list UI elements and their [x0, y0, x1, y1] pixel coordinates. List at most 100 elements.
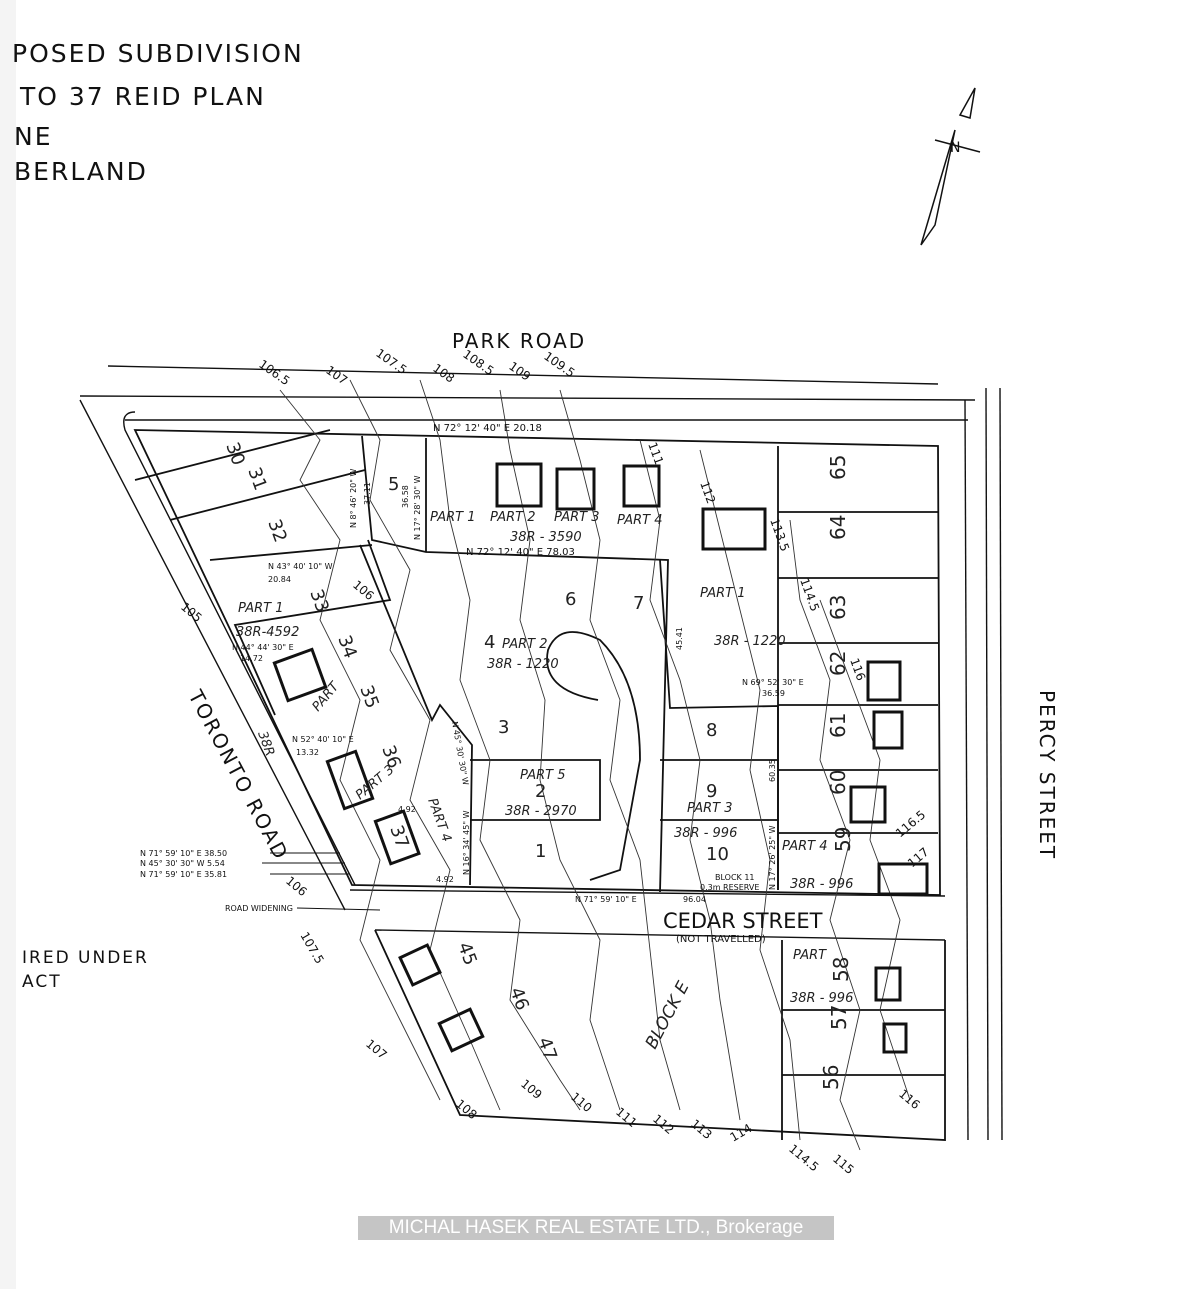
reserve-label: 0.3m RESERVE — [700, 883, 759, 892]
bearing: N 45° 30' 30" W 5.54 — [140, 859, 225, 868]
bearing: N 8° 46' 20" W — [349, 469, 358, 528]
title-line-1: POSED SUBDIVISION — [12, 39, 304, 68]
lot-number: 60 — [826, 770, 850, 795]
title-line-2: TO 37 REID PLAN — [19, 82, 266, 111]
lot-number: 4 — [484, 632, 495, 653]
street-toronto-road: TORONTO ROAD — [183, 685, 294, 864]
note-line-1: IRED UNDER — [22, 948, 149, 968]
lot-number: 2 — [535, 781, 546, 802]
plan-label: 38R - 996 — [790, 877, 853, 892]
road-widening-leader — [296, 907, 381, 911]
north-label: N — [950, 140, 960, 156]
lot-number: 61 — [826, 713, 850, 738]
contour-label: 107 — [363, 1037, 390, 1062]
plan-label: 38R - 996 — [790, 991, 853, 1006]
bearing: N 52° 40' 10" E — [292, 735, 354, 744]
part-label: PART 4 — [424, 796, 454, 844]
part-label: PART 3 — [687, 801, 732, 816]
bearing: N 17° 26' 25" W — [768, 825, 777, 890]
bearing: N 71° 59' 10" E 35.81 — [140, 870, 227, 879]
contour-label: 113 — [688, 1117, 715, 1142]
contour-label: 115 — [830, 1152, 857, 1177]
contour-label: 108 — [430, 361, 457, 386]
lot-number: 46 — [505, 985, 533, 1014]
lot-number: 32 — [263, 517, 291, 546]
title-line-3: NE — [14, 122, 53, 151]
part-label: PART — [310, 679, 343, 715]
plan-label: 38R - 1220 — [714, 634, 786, 649]
left-margin — [0, 0, 16, 1289]
bearing-labels: N 72° 12' 40" E 20.18 N 72° 12' 40" E 78… — [140, 423, 804, 904]
cedar-note: (NOT TRAVELLED) — [676, 934, 766, 945]
contour-label: 106 — [283, 874, 310, 899]
lot-number: 6 — [565, 589, 576, 610]
contour-label: 110 — [568, 1090, 595, 1115]
lot-number: 47 — [533, 1035, 561, 1064]
part-label: PART 1 — [238, 601, 283, 616]
lot-number: 35 — [355, 683, 383, 712]
title-block: POSED SUBDIVISION TO 37 REID PLAN NE BER… — [12, 39, 304, 186]
part-label: PART 1 — [430, 510, 475, 525]
lot-number: 56 — [819, 1065, 843, 1090]
contour-label: 107.5 — [297, 930, 326, 967]
lot-number: 34 — [333, 633, 361, 662]
lot-number: 62 — [826, 651, 850, 676]
contour-label: 114.5 — [786, 1142, 821, 1175]
contour-lines — [279, 379, 911, 1151]
bearing: N 72° 12' 40" E 78.03 — [466, 547, 575, 558]
street-park-road: PARK ROAD — [452, 329, 586, 353]
contour-label: 111 — [645, 440, 666, 466]
part-label: PART 4 — [782, 839, 827, 854]
bearing: N 44° 44' 30" E — [232, 643, 294, 652]
contour-label: 112 — [650, 1112, 677, 1137]
lot-number: 45 — [453, 940, 481, 969]
lot-number: 63 — [826, 595, 850, 620]
bearing: N 71° 59' 10" E — [575, 895, 637, 904]
lot-number: 59 — [831, 827, 855, 852]
part-label: PART 5 — [520, 768, 565, 783]
part-label: PART 2 — [502, 637, 547, 652]
lot-number: 8 — [706, 720, 717, 741]
part-label: PART 3 — [353, 762, 397, 803]
distance: 45.41 — [675, 627, 684, 650]
distance: 36.58 — [401, 485, 410, 508]
plan-label: 38R - 996 — [674, 826, 737, 841]
bearing: N 17° 28' 30" W — [413, 475, 422, 540]
plan-label: 38R — [254, 729, 277, 758]
street-percy-street: PERCY STREET — [1035, 690, 1059, 860]
lot-number: 31 — [243, 465, 271, 494]
lot-number: 33 — [305, 587, 333, 616]
contour-label: 106.5 — [256, 357, 292, 388]
part-label: PART 4 — [617, 513, 662, 528]
contour-label: 114 — [728, 1121, 755, 1145]
contour-label: 111 — [613, 1105, 640, 1130]
lot-number: 10 — [706, 844, 729, 865]
distance: 4.92 — [436, 875, 454, 884]
lot-number: 58 — [829, 957, 853, 982]
building-outlines — [272, 462, 929, 1054]
bearing: N 71° 59' 10" E 38.50 — [140, 849, 227, 858]
contour-label: 116 — [896, 1087, 923, 1112]
distance: 96.04 — [683, 895, 706, 904]
street-cedar-street: CEDAR STREET — [663, 909, 823, 933]
contour-label: 116 — [847, 656, 868, 682]
part-label: PART 2 — [490, 510, 535, 525]
watermark: MICHAL HASEK REAL ESTATE LTD., Brokerage — [358, 1216, 834, 1240]
lot-number: 7 — [633, 593, 644, 614]
contour-label: 113.5 — [767, 516, 792, 553]
contour-label: 107 — [323, 363, 350, 388]
bearing: N 69° 52' 30" E — [742, 678, 804, 687]
distance: 36.59 — [762, 689, 785, 698]
road-lines — [79, 365, 1003, 1141]
bearing: N 45° 30' 30" W — [450, 721, 470, 786]
plan-label: 38R - 3590 — [510, 530, 582, 545]
lot-number: 65 — [826, 455, 850, 480]
bearing: N 72° 12' 40" E 20.18 — [433, 423, 542, 434]
contour-label: 106 — [350, 578, 377, 603]
distance: 14.72 — [240, 654, 263, 663]
title-line-4: BERLAND — [14, 157, 148, 186]
note-line-2: ACT — [22, 972, 62, 992]
lot-number: 30 — [221, 440, 249, 469]
